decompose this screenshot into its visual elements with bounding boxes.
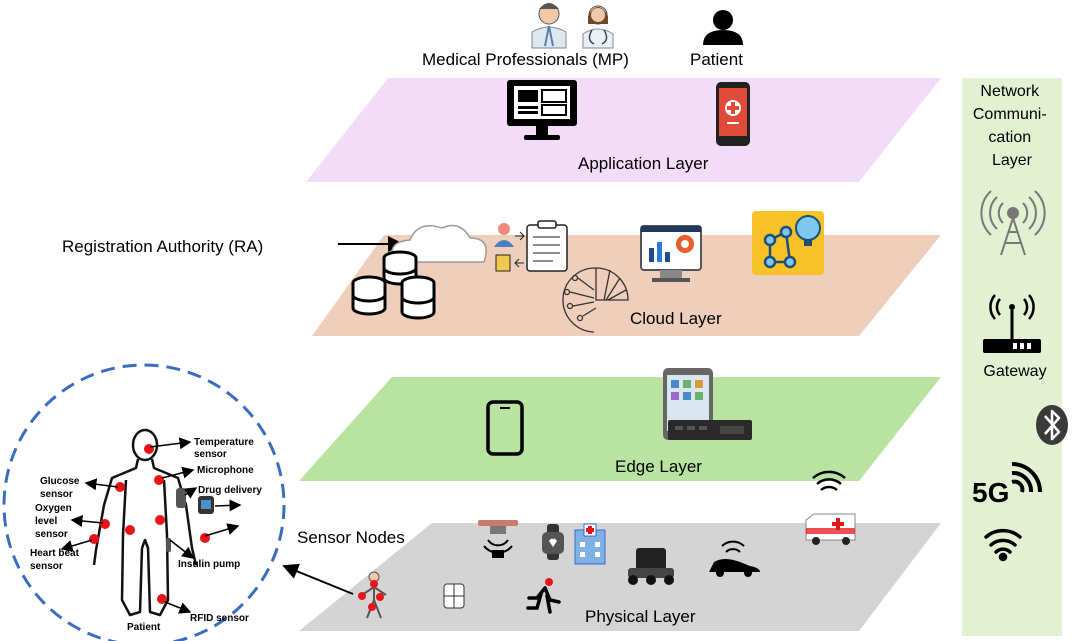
- five-g-label: 5G: [972, 477, 1009, 508]
- patient-record-icon: [494, 220, 568, 272]
- temperature-sensor-label: Temperature sensor: [194, 437, 257, 460]
- smartwatch-icon: [542, 524, 564, 560]
- microphone-label: Microphone: [197, 465, 254, 476]
- monitor-dashboard-icon: [507, 80, 577, 140]
- drone-icon: [478, 520, 518, 558]
- chest-sensor-dot: [155, 515, 165, 525]
- hospital-icon: [574, 523, 606, 565]
- oxygen-level-sensor-label: Oxygen level sensor: [35, 503, 74, 540]
- cell-tower-icon: [980, 190, 1046, 256]
- oxygen-sensor-dot: [100, 519, 110, 529]
- nurse-icon: [582, 5, 614, 49]
- edge-layer-label: Edge Layer: [615, 457, 702, 476]
- sensor-nodes-arrow: [282, 563, 354, 595]
- runner-icon: [526, 578, 561, 614]
- physical-layer-label: Physical Layer: [585, 607, 696, 626]
- heart-beat-sensor-label: Heart beat sensor: [30, 548, 82, 572]
- edge-server-icon: [663, 368, 752, 440]
- glucose-sensor-label: Glucose sensor: [40, 476, 82, 500]
- registration-authority-label: Registration Authority (RA): [62, 237, 263, 256]
- doctor-icon: [531, 3, 567, 49]
- car-icon: [709, 540, 760, 577]
- delivery-robot-icon: [628, 548, 674, 585]
- rfid-sensor-label: RFID sensor: [190, 613, 249, 624]
- glucose-sensor-dot: [115, 482, 125, 492]
- lightbulb-network-icon: [752, 211, 824, 275]
- wifi-icon: [984, 529, 1022, 562]
- ambulance-icon: [805, 470, 856, 545]
- body-sensor-network-circle: [2, 363, 286, 641]
- insulin-pump-label: Insulin pump: [178, 559, 240, 570]
- patient-label: Patient: [690, 50, 743, 69]
- wearable-sensor-icon: [358, 571, 387, 619]
- database-icon: [351, 250, 436, 320]
- tablet-icon: [486, 400, 524, 456]
- edge-layer-plane: [299, 377, 941, 481]
- drug-delivery-label: Drug delivery: [198, 485, 262, 496]
- gateway-label: Gateway: [983, 363, 1046, 380]
- temperature-sensor-dot: [144, 444, 154, 454]
- body-patient-label: Patient: [127, 622, 161, 633]
- sensor-chip-icon: [443, 583, 465, 609]
- cloud-layer-label: Cloud Layer: [630, 309, 722, 328]
- rfid-sensor-dot: [157, 594, 167, 604]
- medical-professionals-label: Medical Professionals (MP): [422, 50, 629, 69]
- bluetooth-icon: [1036, 405, 1068, 445]
- patient-person-icon: [703, 10, 743, 45]
- application-layer-plane: [306, 78, 941, 182]
- microphone-sensor-dot: [154, 475, 164, 485]
- cloud-icon: [391, 224, 487, 263]
- drug-delivery-device-icon: [166, 488, 214, 552]
- smartphone-medical-app-icon: [716, 82, 750, 146]
- ai-brain-icon: [562, 267, 629, 333]
- analytics-monitor-icon: [640, 225, 702, 282]
- network-layer-title: Network Communi- cation Layer: [973, 83, 1051, 169]
- heart-sensor-dot: [89, 534, 99, 544]
- five-g-signal-icon: [1011, 462, 1042, 493]
- abdomen-sensor-dot: [125, 525, 135, 535]
- body-annotation-arrows: [60, 437, 242, 614]
- application-layer-label: Application Layer: [578, 154, 709, 173]
- sensor-nodes-label: Sensor Nodes: [297, 528, 405, 547]
- router-icon: [983, 294, 1041, 353]
